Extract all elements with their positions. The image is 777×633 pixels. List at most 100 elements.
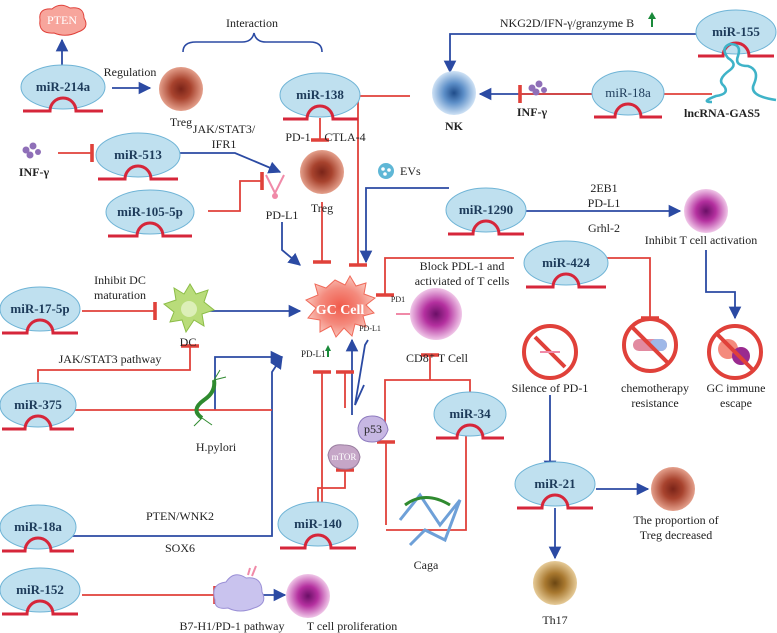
labels: Regulation NKG2D/IFN-γ/granzyme B JAK/ST… xyxy=(59,12,766,633)
chemo-resistance-sign xyxy=(622,317,678,373)
svg-text:PD1: PD1 xyxy=(391,295,405,304)
svg-text:miR-18a: miR-18a xyxy=(14,519,62,534)
svg-text:NK: NK xyxy=(445,119,464,133)
svg-text:Th17: Th17 xyxy=(542,613,567,627)
t-cell-prolif xyxy=(286,574,330,618)
mirna-mir152: miR-152 xyxy=(0,567,81,616)
pdl1-receptor: PD-L1 xyxy=(265,174,299,222)
svg-text:T cell proliferation: T cell proliferation xyxy=(307,619,397,633)
svg-text:IFR1: IFR1 xyxy=(212,137,237,151)
mirna-mir18a-left: miR-18a xyxy=(0,504,77,553)
infg-right-icon: INF-γ xyxy=(517,80,548,119)
treg-mid-cell: Treg xyxy=(300,150,344,215)
svg-text:resistance: resistance xyxy=(631,396,678,410)
t-cell-inhibit xyxy=(684,189,728,233)
svg-text:miR-17-5p: miR-17-5p xyxy=(10,301,69,316)
svg-text:Inhibit DC: Inhibit DC xyxy=(94,273,146,287)
mirna-mir18a-top: miR-18a xyxy=(591,70,665,119)
svg-text:PD-L1: PD-L1 xyxy=(588,196,621,210)
treg-top-cell: Treg xyxy=(159,67,203,129)
pten-node: PTEN xyxy=(39,4,87,36)
b7h1-node xyxy=(213,565,265,612)
svg-text:miR-105-5p: miR-105-5p xyxy=(117,204,183,219)
svg-text:miR-513: miR-513 xyxy=(114,147,162,162)
gc-escape-sign xyxy=(707,324,763,380)
svg-text:p53: p53 xyxy=(364,422,382,436)
svg-text:chemotherapy: chemotherapy xyxy=(621,381,689,395)
svg-text:miR-34: miR-34 xyxy=(449,406,491,421)
svg-text:escape: escape xyxy=(720,396,752,410)
svg-text:miR-214a: miR-214a xyxy=(36,79,91,94)
mirna-mir424: miR-424 xyxy=(523,240,609,289)
mirna-mir21: miR-21 xyxy=(514,461,596,510)
cd8-t-cell: CD8⁺ T Cell PD1 PD-L1 xyxy=(359,288,469,365)
interaction-brace: Interaction xyxy=(182,16,323,53)
svg-text:activiated of T cells: activiated of T cells xyxy=(415,274,510,288)
svg-text:DC: DC xyxy=(180,335,197,349)
svg-text:EVs: EVs xyxy=(400,164,421,178)
dc-cell: DC xyxy=(162,283,216,349)
lncrna-gas5-icon: lncRNA-GAS5 xyxy=(684,42,777,120)
svg-text:H.pylori: H.pylori xyxy=(196,440,237,454)
svg-text:miR-424: miR-424 xyxy=(542,255,590,270)
mirna-mir513: miR-513 xyxy=(95,132,181,181)
silence-pd1-sign xyxy=(522,324,578,380)
svg-text:JAK/STAT3 pathway: JAK/STAT3 pathway xyxy=(59,352,162,366)
mirna-mir17: miR-17-5p xyxy=(0,286,81,335)
nk-cell: NK xyxy=(432,71,476,133)
svg-text:PD-L1: PD-L1 xyxy=(359,324,381,333)
svg-text:PD-L1: PD-L1 xyxy=(266,208,299,222)
svg-text:miR-1290: miR-1290 xyxy=(459,202,513,217)
mirna-mir140: miR-140 xyxy=(277,501,359,550)
connectors xyxy=(37,33,742,604)
mtor-node: mTOR xyxy=(327,444,361,470)
gc-cell: GC Cell xyxy=(305,275,377,338)
svg-text:B7-H1/PD-1 pathway: B7-H1/PD-1 pathway xyxy=(180,619,285,633)
svg-text:CD8⁺ T Cell: CD8⁺ T Cell xyxy=(406,351,469,365)
svg-text:NKG2D/IFN-γ/granzyme B: NKG2D/IFN-γ/granzyme B xyxy=(500,16,634,30)
mirna-mir155: miR-155 xyxy=(695,9,777,58)
svg-text:miR-375: miR-375 xyxy=(14,397,62,412)
mirna-mir105: miR-105-5p xyxy=(105,189,195,238)
svg-text:Block PDL-1 and: Block PDL-1 and xyxy=(420,259,505,273)
svg-text:Grhl-2: Grhl-2 xyxy=(588,221,620,235)
svg-text:Treg decreased: Treg decreased xyxy=(640,528,713,542)
svg-text:miR-138: miR-138 xyxy=(296,87,344,102)
svg-text:2EB1: 2EB1 xyxy=(590,181,617,195)
svg-text:miR-140: miR-140 xyxy=(294,516,342,531)
svg-text:The proportion of: The proportion of xyxy=(633,513,718,527)
p53-node: p53 xyxy=(357,415,389,443)
svg-text:CTLA-4: CTLA-4 xyxy=(324,130,365,144)
svg-text:Caga: Caga xyxy=(414,558,439,572)
mirna-mir34: miR-34 xyxy=(433,391,507,440)
mirna-mir214a: miR-214a xyxy=(20,64,106,113)
svg-text:PTEN: PTEN xyxy=(47,13,77,27)
pdl1-up-label: PD-L1 xyxy=(301,345,331,359)
svg-text:miR-18a: miR-18a xyxy=(605,85,651,100)
mirna-mir375: miR-375 xyxy=(0,382,77,431)
svg-text:Regulation: Regulation xyxy=(104,65,157,79)
th17-cell: Th17 xyxy=(533,561,577,627)
svg-text:miR-21: miR-21 xyxy=(534,476,575,491)
svg-text:GC immune: GC immune xyxy=(707,381,766,395)
hpylori-icon: H.pylori xyxy=(193,369,237,454)
svg-text:mTOR: mTOR xyxy=(332,452,357,462)
svg-text:Inhibit T cell activation: Inhibit T cell activation xyxy=(645,233,758,247)
evs-icon xyxy=(378,163,394,179)
infg-left-label: INF-γ xyxy=(19,165,50,179)
svg-text:maturation: maturation xyxy=(94,288,146,302)
infg-right-label: INF-γ xyxy=(517,105,548,119)
mirna-nodes: miR-214a miR-138 miR-513 miR-105-5p miR-… xyxy=(0,9,777,616)
svg-text:PTEN/WNK2: PTEN/WNK2 xyxy=(146,509,214,523)
svg-text:Treg: Treg xyxy=(311,201,333,215)
lncrna-label: lncRNA-GAS5 xyxy=(684,106,760,120)
treg-decreased-cell xyxy=(651,467,695,511)
svg-text:JAK/STAT3/: JAK/STAT3/ xyxy=(193,122,256,136)
svg-text:miR-152: miR-152 xyxy=(16,582,64,597)
svg-text:miR-155: miR-155 xyxy=(712,24,760,39)
svg-text:Silence of PD-1: Silence of PD-1 xyxy=(512,381,589,395)
mirna-mir1290: miR-1290 xyxy=(445,187,527,236)
entities: PTEN Treg Treg NK INF-γ lncRNA-GAS5 xyxy=(19,4,777,627)
svg-text:SOX6: SOX6 xyxy=(165,541,195,555)
